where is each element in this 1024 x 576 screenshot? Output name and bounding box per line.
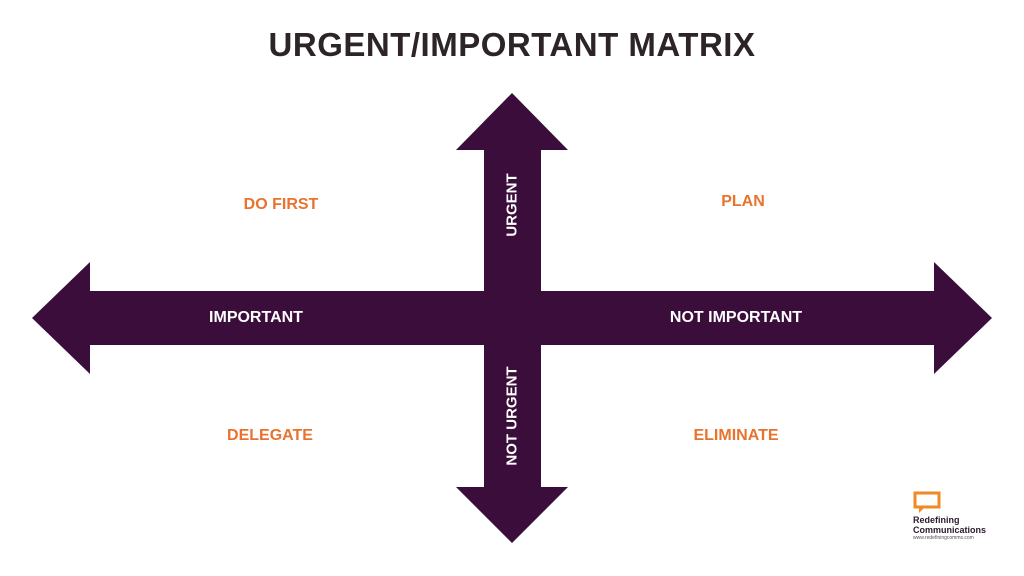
logo-text-line2: Communications — [913, 525, 987, 535]
quadrant-label-do-first: DO FIRST — [243, 196, 319, 213]
brand-logo: Redefining Communications www.redefining… — [913, 491, 1003, 542]
quadrant-label-plan: PLAN — [721, 193, 765, 210]
speech-bubble-icon — [913, 491, 941, 513]
logo-text-line1: Redefining — [913, 515, 960, 525]
axis-label-urgent: URGENT — [503, 173, 521, 237]
axis-label-not-important: NOT IMPORTANT — [669, 309, 803, 326]
page-title: URGENT/IMPORTANT MATRIX — [268, 26, 756, 63]
logo-url: www.redefiningcomms.com — [913, 535, 974, 541]
axis-label-important: IMPORTANT — [209, 309, 303, 326]
quadrant-label-eliminate: ELIMINATE — [693, 427, 779, 444]
vertical-double-arrow — [456, 93, 568, 543]
quadrant-label-delegate: DELEGATE — [227, 427, 313, 444]
axis-label-not-urgent: NOT URGENT — [503, 366, 521, 466]
